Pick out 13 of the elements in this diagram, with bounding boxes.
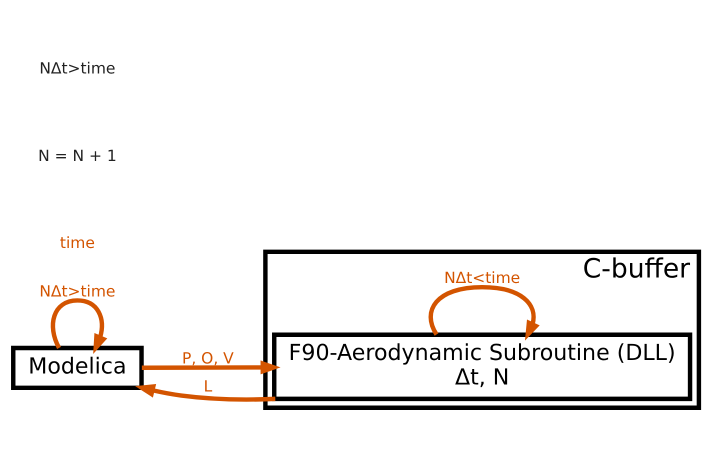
arrow <box>50 298 108 354</box>
edge-label: L <box>204 377 212 396</box>
arrow <box>135 384 276 402</box>
edge-label: NΔt>time <box>39 282 116 300</box>
node-box: Modelica <box>11 346 144 390</box>
arrow <box>142 360 281 374</box>
node-box: F90-Aerodynamic Subroutine (DLL) Δt, N <box>272 332 692 402</box>
edge-label: NΔt<time <box>444 268 520 287</box>
label: time <box>60 234 95 252</box>
label: NΔt>time <box>39 59 116 78</box>
arrow <box>428 284 540 341</box>
edge-label: P, O, V <box>182 350 234 368</box>
label: N = N + 1 <box>38 146 117 165</box>
